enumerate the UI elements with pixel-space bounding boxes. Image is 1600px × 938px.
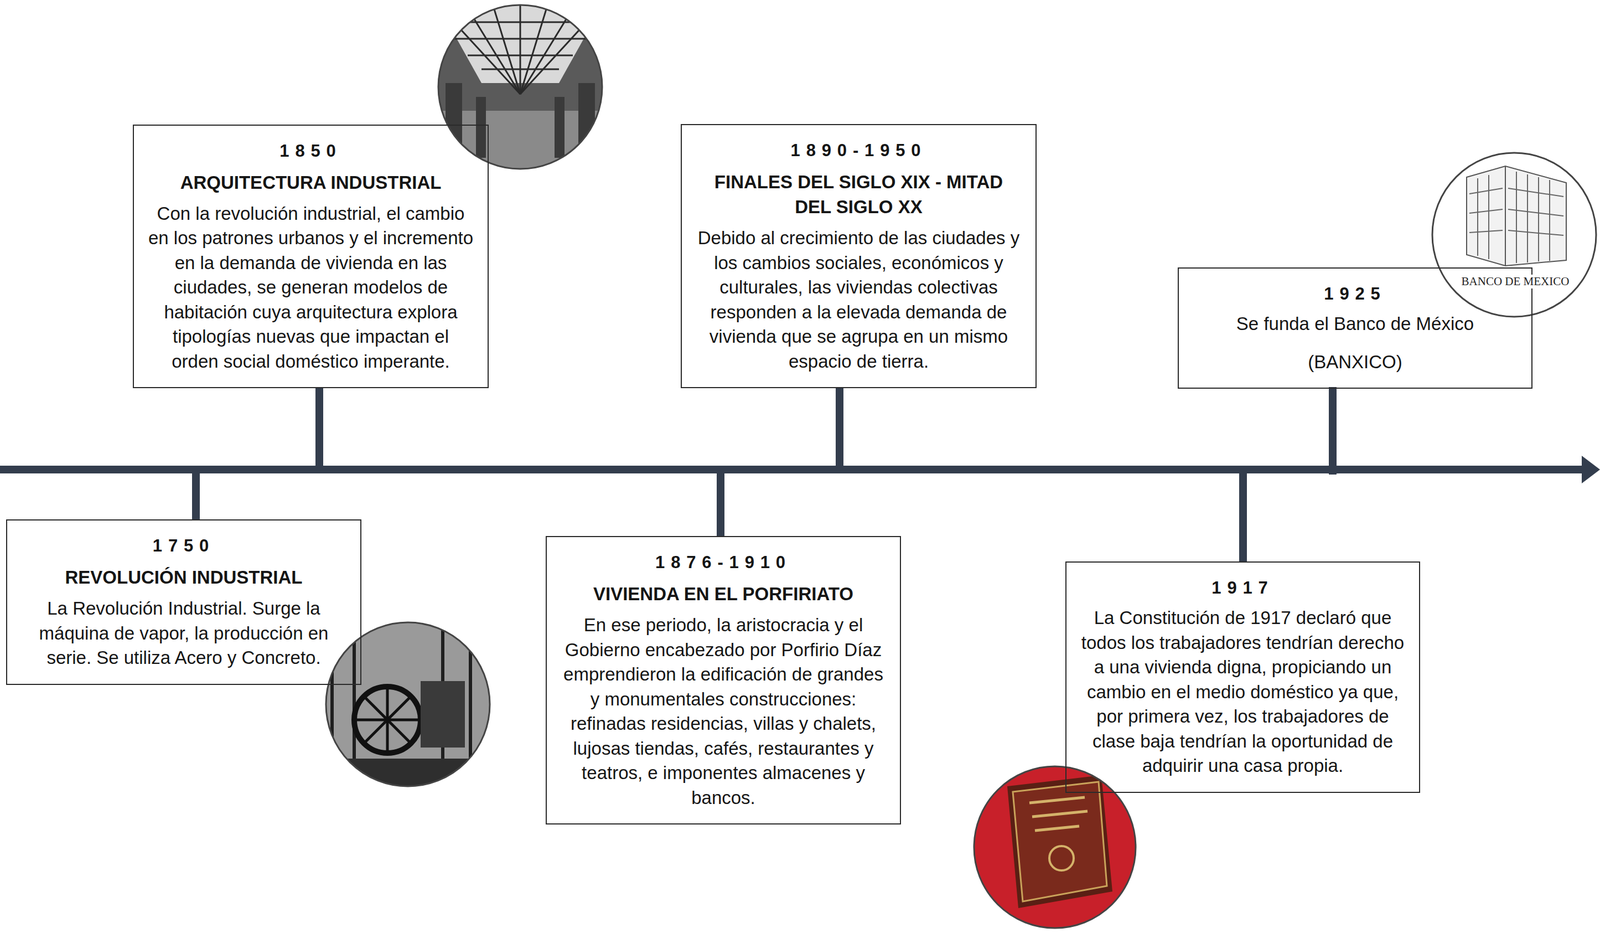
year-heading: 1850: [148, 140, 474, 163]
industrial-hall-photo: [437, 3, 604, 172]
year-heading: 1876-1910: [561, 551, 886, 574]
event-title: REVOLUCIÓN INDUSTRIAL: [21, 564, 346, 590]
photo-frame: [438, 4, 603, 169]
event-title: FINALES DEL SIGLO XIX - MITAD DEL SIGLO …: [696, 169, 1022, 220]
event-title: ARQUITECTURA INDUSTRIAL: [148, 169, 474, 195]
event-text: Debido al crecimiento de las ciudades y …: [696, 225, 1022, 374]
constitution-book-photo: [974, 765, 1141, 932]
bank-logo-text: BANCO DE MEXICO: [1460, 274, 1571, 289]
bank-building-drawing: [1431, 151, 1598, 318]
year-heading: 1917: [1080, 576, 1405, 599]
photo-frame: [325, 622, 490, 786]
photo-frame: [1432, 152, 1597, 317]
event-text: (BANXICO): [1193, 349, 1517, 375]
machinery-photo: [324, 620, 491, 792]
photo-frame: [974, 765, 1136, 928]
event-text: Con la revolución industrial, el cambio …: [148, 201, 474, 375]
event-box: 1876-1910VIVIENDA EN EL PORFIRIATO En ese…: [545, 535, 902, 825]
event-box: 1917 La Constitución de 1917 declaró que …: [1065, 561, 1421, 793]
event-text: La Constitución de 1917 declaró que todo…: [1080, 605, 1405, 779]
event-text: Se funda el Banco de México: [1193, 311, 1517, 337]
year-heading: 1890-1950: [696, 139, 1022, 162]
event-text: En ese periodo, la aristocracia y el Gob…: [561, 612, 886, 810]
event-box: 1750REVOLUCIÓN INDUSTRIAL La Revolución I…: [6, 519, 362, 685]
year-heading: 1750: [21, 534, 346, 557]
event-box: 1890-1950FINALES DEL SIGLO XIX - MITAD D…: [680, 123, 1037, 388]
event-box: 1850ARQUITECTURA INDUSTRIAL Con la revolu…: [132, 124, 489, 389]
event-title: VIVIENDA EN EL PORFIRIATO: [561, 581, 886, 607]
event-text: La Revolución Industrial. Surge la máqui…: [21, 596, 346, 671]
